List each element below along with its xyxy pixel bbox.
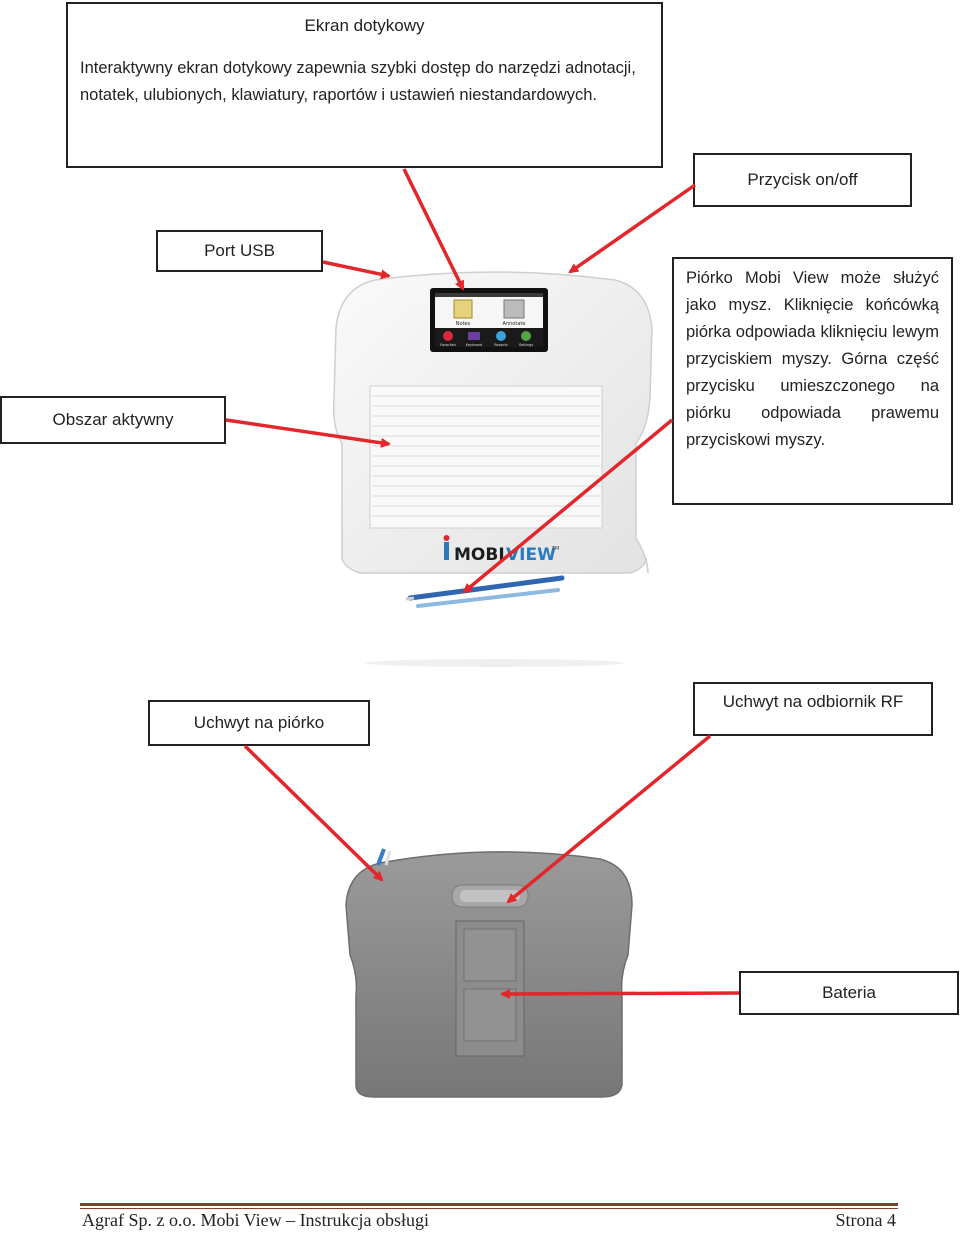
footer-document-title: Agraf Sp. z o.o. Mobi View – Instrukcja … (82, 1210, 430, 1230)
touchscreen-title: Ekran dotykowy (304, 16, 425, 35)
footer-rule-thin (80, 1208, 898, 1209)
pen-holder-label: Uchwyt na piórko (148, 700, 370, 746)
battery-label-text: Bateria (822, 983, 876, 1002)
screen-tile-annotate: Annotate (503, 321, 526, 327)
usb-port-label: Port USB (156, 230, 323, 272)
power-button-label-text: Przycisk on/off (747, 170, 858, 189)
screen-tile-notes: Notes (456, 321, 471, 327)
screen-tile-keyboard: Keyboard (466, 343, 482, 347)
usb-port-label-text: Port USB (204, 241, 275, 260)
touchscreen-text: Interaktywny ekran dotykowy zapewnia szy… (80, 59, 636, 104)
screen-tile-settings: Settings (519, 343, 534, 347)
screen-tile-reports: Reports (494, 343, 508, 347)
pen-holder-label-text: Uchwyt na piórko (193, 713, 325, 732)
screen-tile-favorites: Favorites (440, 343, 456, 347)
page-footer: Agraf Sp. z o.o. Mobi View – Instrukcja … (82, 1210, 896, 1231)
pen-description-callout: Piórko Mobi View może służyć jako mysz. … (672, 257, 953, 505)
touchscreen-callout: Ekran dotykowy Interaktywny ekran dotyko… (66, 2, 663, 168)
active-area-label-text: Obszar aktywny (52, 410, 174, 429)
brand-logo-suffix: VIEW (506, 545, 556, 565)
footer-rule (80, 1203, 898, 1206)
pen-description-text: Piórko Mobi View może służyć jako mysz. … (686, 269, 939, 449)
active-area-label: Obszar aktywny (0, 396, 226, 444)
brand-logo-tm: TM (551, 546, 559, 552)
device-front-illustration: Notes Annotate Favorites Keyboard Report… (332, 271, 653, 667)
footer-page-number: Strona 4 (835, 1210, 897, 1230)
power-button-label: Przycisk on/off (693, 153, 912, 207)
rf-holder-label-text: Uchwyt na odbiornik RF (722, 692, 904, 711)
rf-holder-label: Uchwyt na odbiornik RF (693, 682, 933, 736)
battery-label: Bateria (739, 971, 959, 1015)
brand-logo-prefix: MOBI (454, 545, 505, 565)
device-back-illustration (345, 848, 633, 1098)
